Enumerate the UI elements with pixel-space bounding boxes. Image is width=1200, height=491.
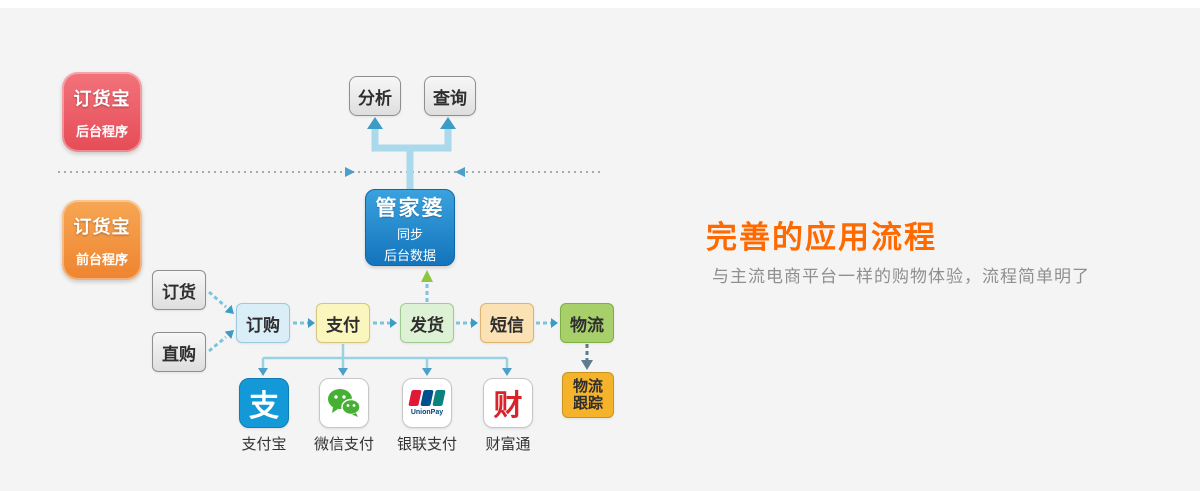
- logistics-tracking-box: 物流 跟踪: [562, 372, 614, 418]
- tenpay-label: 财富通: [485, 436, 531, 453]
- step-shipping-box: 发货: [400, 303, 454, 343]
- unionpay-stripes: [408, 390, 446, 406]
- direct-buy-source-box: 直购: [152, 332, 206, 372]
- alipay-label: 支付宝: [241, 436, 287, 453]
- top-white-strip: [0, 0, 1200, 8]
- divider-arrow-right: [345, 167, 355, 177]
- wechat-bubbles-icon: [328, 389, 361, 417]
- zone-divider-dotted-line: [58, 167, 600, 177]
- alipay-icon: 支: [239, 378, 289, 428]
- frontend-program-badge: 订货宝 前台程序: [62, 200, 142, 280]
- step-logistics-box: 物流: [560, 303, 614, 343]
- wechat-pay-label: 微信支付: [313, 436, 374, 453]
- guanjiapo-hub-box: 管家婆 同步 后台数据: [365, 189, 455, 266]
- backend-program-badge: 订货宝 后台程序: [62, 72, 142, 152]
- hub-to-analytics-connector: [367, 117, 456, 189]
- hub-title: 管家婆: [375, 196, 445, 220]
- payment-branch-connector: [258, 344, 512, 376]
- step-order-box: 订购: [236, 303, 290, 343]
- unionpay-label: 银联支付: [396, 436, 457, 453]
- tracking-line2: 跟踪: [572, 395, 603, 412]
- alipay-glyph: 支: [249, 390, 279, 423]
- unionpay-wordmark: UnionPay: [410, 409, 444, 416]
- divider-arrow-left: [455, 167, 465, 177]
- section-subtitle: 与主流电商平台一样的购物体验，流程简单明了: [712, 267, 1090, 286]
- hub-subtitle-line2: 后台数据: [383, 247, 436, 263]
- unionpay-icon: UnionPay: [402, 378, 452, 428]
- tracking-line1: 物流: [572, 377, 603, 395]
- section-title: 完善的应用流程: [706, 220, 937, 255]
- analysis-box: 分析: [349, 76, 401, 116]
- query-box: 查询: [424, 76, 476, 116]
- flow-step-arrows: [293, 318, 558, 328]
- dinghuobao-logo: 订货宝: [73, 216, 131, 237]
- step-payment-box: 支付: [316, 303, 370, 343]
- source-arrows: [208, 290, 234, 353]
- tenpay-glyph: 财: [493, 390, 523, 422]
- dinghuobao-logo: 订货宝: [73, 88, 131, 109]
- wuliu-to-tracking-arrow: [581, 344, 593, 370]
- tenpay-icon: 财: [483, 378, 533, 428]
- order-source-box: 订货: [152, 270, 206, 310]
- backend-badge-label: 后台程序: [75, 123, 128, 139]
- wechat-pay-icon: [319, 378, 369, 428]
- frontend-badge-label: 前台程序: [75, 251, 128, 267]
- step-sms-box: 短信: [480, 303, 534, 343]
- hub-subtitle-line1: 同步: [396, 226, 423, 242]
- fahuo-to-hub-arrow: [421, 270, 433, 302]
